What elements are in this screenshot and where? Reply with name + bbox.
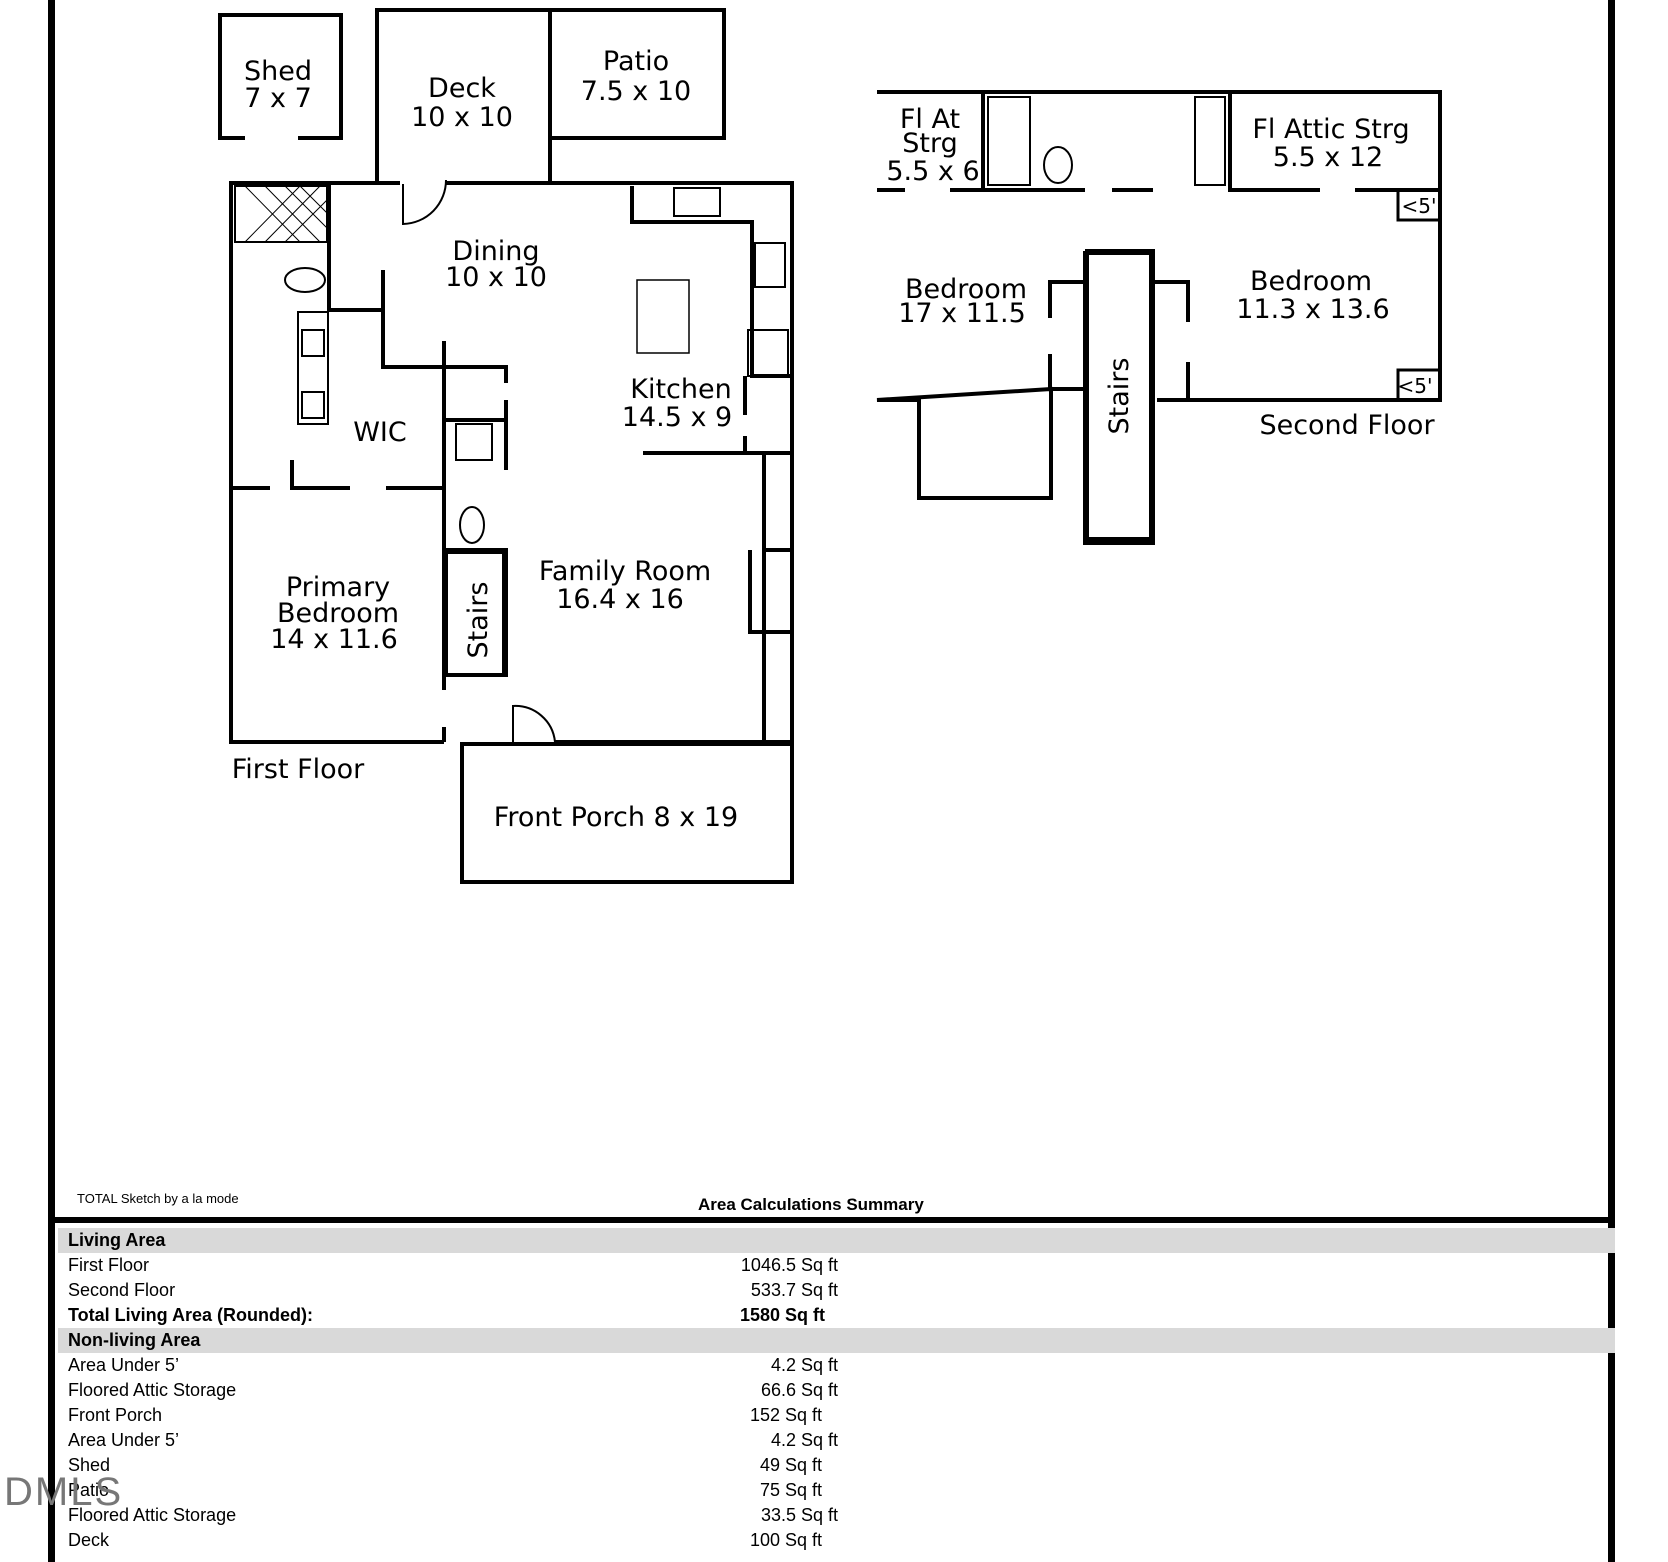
kitchen-size: 14.5 x 9 [622, 402, 732, 433]
shed-label: Shed [244, 56, 312, 87]
page-border-left [48, 0, 55, 1562]
table-row: First Floor 1046.5 Sq ft [68, 1255, 838, 1275]
under5-bottom-box [1396, 368, 1442, 402]
summary-title: Area Calculations Summary [698, 1195, 924, 1214]
deck-size: 10 x 10 [411, 102, 513, 133]
primary-bedroom-size: 14 x 11.6 [270, 624, 398, 655]
watermark-logo: DMLS [4, 1470, 124, 1514]
primary-bedroom-label-1: Primary [286, 572, 390, 603]
vanity-2 [1194, 96, 1226, 186]
shower [234, 185, 328, 243]
summary-divider [55, 1217, 1615, 1223]
shower-pattern [244, 185, 328, 243]
kitchen-island [636, 279, 690, 354]
front-door [512, 704, 556, 743]
kitchen-sink [673, 187, 721, 217]
living-area-header: Living Area [58, 1228, 1615, 1253]
nonliving-area-header: Non-living Area [58, 1328, 1615, 1353]
half-bath-sink [455, 423, 493, 461]
table-row: Deck 100 Sq ft [68, 1530, 822, 1550]
patio-label: Patio [603, 46, 669, 77]
fridge [747, 329, 789, 377]
deck-door [402, 179, 447, 226]
closet-walls [290, 460, 444, 490]
table-row: Area Under 5’ 4.2 Sq ft [68, 1355, 838, 1375]
second-floor-title: Second Floor [1259, 410, 1435, 441]
wic-label: WIC [353, 417, 407, 448]
total-living-row: Total Living Area (Rounded): 1580 Sq ft [68, 1305, 825, 1325]
bedroom-right-label: Bedroom [1250, 266, 1372, 297]
shed-outline [218, 13, 343, 140]
primary-bedroom-label-2: Bedroom [277, 598, 399, 629]
table-row: Patio 75 Sq ft [68, 1480, 822, 1500]
shed-size: 7 x 7 [244, 83, 312, 114]
table-row: Front Porch 152 Sq ft [68, 1405, 822, 1425]
fireplace [748, 453, 792, 742]
table-row: Shed 49 Sq ft [68, 1455, 822, 1475]
under5-top-box [1396, 188, 1442, 222]
bedroom-right-size: 11.3 x 13.6 [1236, 294, 1389, 325]
fl-at-strg-label-1: Fl At [900, 104, 960, 135]
bedroom-left-wall [1048, 280, 1085, 391]
page-border-right [1608, 0, 1615, 1562]
fl-attic-strg-size: 5.5 x 12 [1273, 142, 1383, 173]
fl-at-strg-size: 5.5 x 6 [886, 156, 979, 187]
sketch-credit: TOTAL Sketch by a la mode [77, 1191, 239, 1206]
under5-bottom-label: <5' [1398, 374, 1433, 398]
first-floor-plan [218, 8, 794, 884]
bath-wall [327, 183, 385, 312]
stairs-2 [1085, 251, 1153, 541]
table-row: Floored Attic Storage 33.5 Sq ft [68, 1505, 838, 1525]
front-porch-label: Front Porch 8 x 19 [494, 802, 738, 833]
second-floor-stairs-label: Stairs [1104, 358, 1135, 435]
sink-1 [301, 329, 325, 357]
fl-at-strg-label-2: Strg [902, 128, 958, 159]
bedroom-right-wall [1153, 280, 1190, 400]
table-row: Floored Attic Storage 66.6 Sq ft [68, 1380, 838, 1400]
second-floor-outer-wall [876, 90, 1442, 500]
kitchen-label: Kitchen [630, 374, 731, 405]
sink-2 [301, 391, 325, 419]
patio-size: 7.5 x 10 [581, 76, 691, 107]
table-row: Area Under 5’ 4.2 Sq ft [68, 1430, 838, 1450]
under5-top-label: <5' [1402, 194, 1437, 218]
patio-outline [548, 8, 726, 140]
tub [987, 96, 1031, 186]
family-room-size: 16.4 x 16 [556, 584, 684, 615]
bedroom-left-label: Bedroom [905, 274, 1027, 305]
bath-wall-2 [983, 92, 1440, 192]
second-floor-plan [876, 90, 1442, 545]
family-room-label: Family Room [539, 556, 711, 587]
front-porch-outline [460, 742, 794, 884]
dining-label: Dining [452, 236, 539, 267]
first-floor-title: First Floor [232, 754, 365, 785]
kitchen-counter [630, 186, 792, 378]
first-floor-stairs-label: Stairs [463, 582, 494, 659]
range [754, 242, 786, 288]
toilet-bath [284, 267, 326, 293]
vanity [297, 311, 329, 425]
bedroom-left-size: 17 x 11.5 [898, 298, 1026, 329]
half-bath-toilet [459, 506, 485, 544]
first-floor-stairs-outline [444, 550, 506, 677]
dining-size: 10 x 10 [445, 262, 547, 293]
deck-label: Deck [428, 73, 496, 104]
toilet-2 [1043, 146, 1073, 184]
area-summary-table: Living Area First Floor 1046.5 Sq ft Sec… [58, 1228, 1615, 1553]
fl-attic-strg-label: Fl Attic Strg [1252, 114, 1409, 145]
kitchen-wall [643, 376, 792, 455]
table-row: Second Floor 533.7 Sq ft [68, 1280, 838, 1300]
